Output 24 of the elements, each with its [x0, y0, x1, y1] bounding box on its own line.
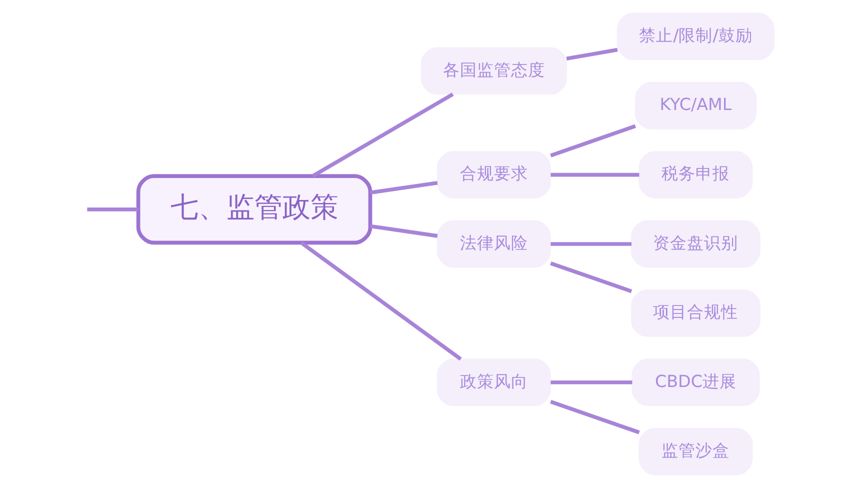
node-box: 各国监管态度 — [420, 47, 567, 95]
connector — [550, 261, 632, 294]
connector — [550, 380, 632, 384]
connector — [370, 224, 438, 238]
node-box: 七、监管政策 — [136, 174, 372, 245]
node-box: CBDC进展 — [632, 358, 760, 406]
node-box: 税务申报 — [638, 151, 753, 198]
connector — [566, 48, 618, 61]
node-box: 法律风险 — [436, 220, 551, 268]
node-box: 项目合规性 — [631, 290, 760, 337]
node-box: 政策风向 — [436, 358, 551, 406]
node-box: 合规要求 — [436, 151, 551, 198]
connector — [370, 180, 438, 195]
node-box: KYC/AML — [634, 82, 757, 130]
connector — [300, 241, 462, 361]
connector — [312, 92, 454, 178]
node-box: 监管沙盒 — [638, 428, 753, 476]
connector — [550, 124, 636, 158]
connector — [550, 172, 640, 177]
node-box: 禁止/限制/鼓励 — [616, 12, 775, 60]
connector — [550, 242, 632, 246]
connector — [87, 207, 138, 212]
connector — [550, 400, 640, 434]
node-box: 资金盘识别 — [631, 220, 760, 268]
